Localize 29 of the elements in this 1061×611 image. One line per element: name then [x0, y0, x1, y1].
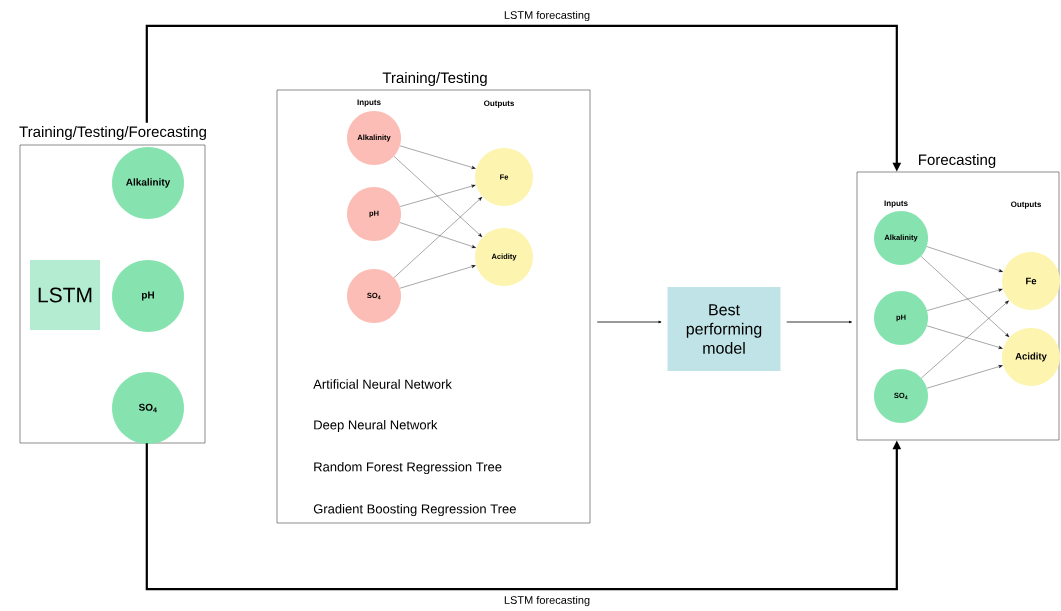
- arrow: [926, 246, 1003, 272]
- arrow: [393, 196, 483, 278]
- process-box: Best performing model: [667, 287, 781, 371]
- edge-label: LSTM forecasting: [502, 9, 592, 23]
- panel-heading: Forecasting: [919, 154, 996, 168]
- edge-label: LSTM forecasting: [502, 594, 592, 608]
- arrow: [926, 325, 1003, 349]
- model-name: Artificial Neural Network: [313, 379, 452, 389]
- arrow: [786, 320, 852, 324]
- arrow: [393, 156, 483, 238]
- model-name: Deep Neural Network: [314, 419, 438, 433]
- arrow: [399, 222, 476, 248]
- arrow: [400, 184, 476, 207]
- panel-heading: Training/Testing: [382, 72, 487, 86]
- arrow: [596, 320, 662, 324]
- column-heading: Outputs: [484, 100, 514, 108]
- model-name: Random Forest Regression Tree: [314, 461, 502, 475]
- column-heading: Outputs: [1011, 201, 1041, 209]
- arrow: [399, 145, 476, 169]
- arrow: [927, 288, 1003, 311]
- column-heading: Inputs: [357, 99, 381, 107]
- model-box: LSTM: [30, 260, 100, 330]
- panel-heading: Training/Testing/Forecasting: [19, 126, 206, 140]
- arrow: [399, 265, 476, 289]
- column-heading: Inputs: [884, 200, 908, 208]
- arrow: [920, 256, 1010, 338]
- arrow: [921, 300, 1009, 379]
- arrow: [926, 365, 1003, 389]
- model-name: Gradient Boosting Regression Tree: [313, 503, 516, 517]
